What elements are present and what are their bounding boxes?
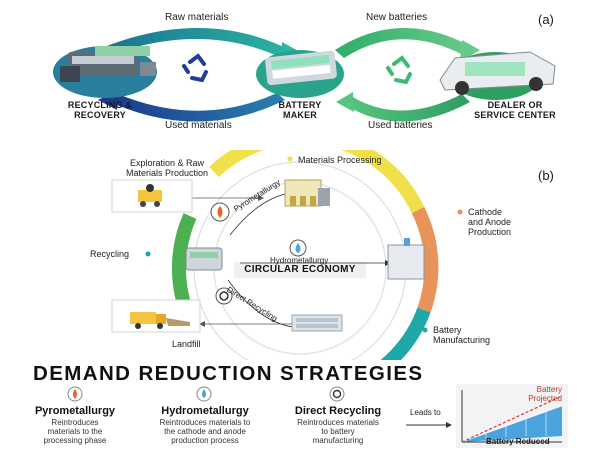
direct-strategy-desc: Reintroduces materials to battery manufa… [278,418,398,445]
cathode-label-line1: Cathode [468,207,503,217]
maker-label-line2: MAKER [283,110,317,120]
ring-orange-segment [411,206,439,313]
panel-a-tag: (a) [538,12,554,27]
direct-desc-line3: manufacturing [312,436,364,445]
battery-reduced-label: Battery Reduced [486,437,550,446]
hydro-desc-line2: the cathode and anode [164,427,246,436]
factory-icon [284,179,330,207]
pyro-desc-line3: processing phase [43,436,107,445]
battery-pack-illustration [256,50,344,98]
exploration-label: Exploration & Raw Materials Production [112,158,222,178]
direct-strategy-title: Direct Recycling [294,405,382,417]
projected-line2: Projected [528,394,562,403]
orange-dot [457,209,463,215]
hydro-strategy-desc: Reintroduces materials to the cathode an… [140,418,270,445]
landfill-label: Landfill [172,339,201,349]
water-drop-icon [196,386,212,402]
raw-materials-label: Raw materials [165,12,229,23]
demand-title: DEMAND REDUCTION STRATEGIES [33,362,424,385]
hydro-desc-line3: production process [171,436,239,445]
leads-to-arrow [406,422,452,428]
pyro-desc-line2: materials to the [47,427,103,436]
panel-b-tag: (b) [538,168,554,183]
direct-recycle-icon [215,287,233,305]
cathode-label-line3: Production [468,227,512,237]
new-batteries-label: New batteries [366,12,428,23]
battery-demand-chart [456,384,568,448]
circular-economy-title: CIRCULAR ECONOMY [244,264,356,275]
flame-icon [67,386,83,402]
direct-desc-line2: to battery [321,427,355,436]
recycling-dot [145,251,151,257]
dealer-label-line2: SERVICE CENTER [474,110,556,120]
used-batteries-arrowhead [336,92,354,112]
hydro-strategy-title: Hydrometallurgy [161,405,249,417]
recycle-icon-right [386,55,412,85]
panel-b-diagram [111,150,463,360]
pyro-strategy-desc: Reintroduces materials to the processing… [18,418,132,445]
panel-a-diagram [53,27,556,122]
raw-materials-arrow [92,27,290,58]
new-batteries-arrow [335,27,470,58]
hydro-desc-line1: Reintroduces materials to [159,418,251,427]
dealer-service-label: DEALER OR SERVICE CENTER [465,100,565,120]
teal-dot [422,327,428,333]
recycled-battery-icon [185,247,223,271]
ring-yellow-segment [209,150,425,214]
battery-mfg-label-line1: Battery [433,325,462,335]
pyro-flame-icon [210,202,230,222]
cathode-label-line2: and Anode [468,217,512,227]
hydro-drop-icon [289,239,307,257]
battery-manufacturing-label: Battery Manufacturing [433,325,490,345]
recycle-icon-left [182,53,208,83]
dealer-label-line1: DEALER OR [487,100,543,110]
recycle-icon [329,386,345,402]
pyro-strategy-title: Pyrometallurgy [34,405,116,417]
cathode-anode-label: Cathode and Anode Production [468,207,511,237]
yellow-dot [287,156,293,162]
direct-desc-line1: Reintroduces materials [297,418,379,427]
materials-processing-label: Materials Processing [298,155,382,165]
electric-car-illustration [439,51,556,100]
battery-cells-icon [291,314,343,332]
projected-line1: Battery [536,385,562,394]
used-batteries-label: Used batteries [368,120,433,131]
used-materials-arrow [110,93,285,122]
exploration-label-line1: Exploration & Raw [129,158,205,168]
used-materials-label: Used materials [165,120,232,131]
dump-truck-icon [130,312,190,329]
hydrometallurgy-route-label: Hydrometallurgy [270,256,329,265]
recycling-label-line2: RECOVERY [74,110,126,120]
circular-economy-banner [234,262,366,278]
recycling-label-line1: RECYCLING & [67,100,133,110]
recycling-machine-illustration [53,46,157,98]
ring-teal-segment [380,307,431,360]
recycling-label: Recycling [90,249,130,259]
maker-label-line1: BATTERY [278,100,322,110]
pyro-desc-line1: Reintroduces [51,418,99,427]
battery-projected-line [461,395,563,443]
recycling-recovery-label: RECYCLING & RECOVERY [52,100,148,120]
battery-mfg-label-line2: Manufacturing [433,335,491,345]
battery-projected-label: Battery Projected [516,385,562,403]
chemical-tank-icon [387,238,425,280]
new-batteries-arrowhead [460,40,480,62]
exploration-label-line2: Materials Production [125,168,209,178]
leads-to-label: Leads to [410,408,441,417]
battery-maker-label: BATTERY MAKER [262,100,338,120]
mining-cart-icon [138,184,162,207]
used-batteries-arrow [344,94,470,122]
